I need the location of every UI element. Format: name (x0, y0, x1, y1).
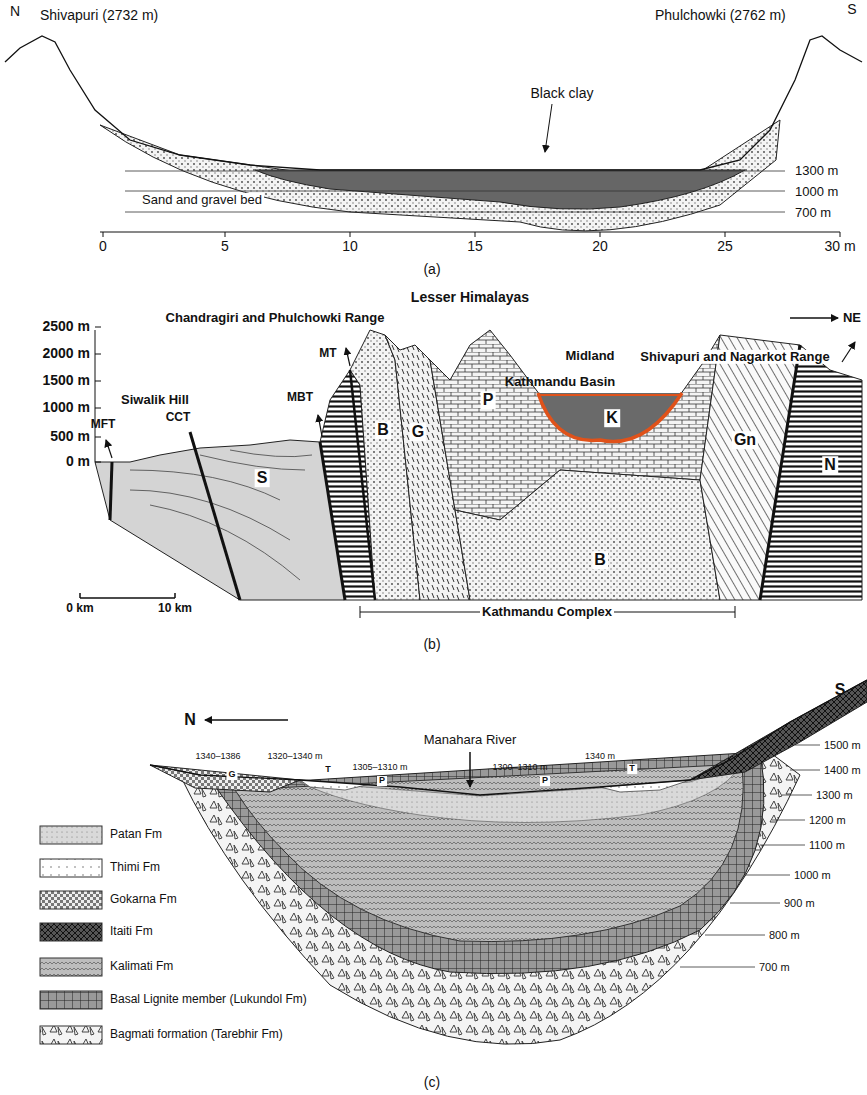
map-label: 15 (467, 239, 483, 254)
map-label: Shivapuri and Nagarkot Range (638, 350, 831, 364)
map-label: B (592, 551, 608, 569)
panel-a (5, 36, 862, 237)
map-label: Shivapuri (2732 m) (40, 8, 158, 23)
map-label: P (540, 776, 550, 786)
map-label: N (184, 711, 196, 729)
map-label: 1000 m (795, 185, 838, 199)
map-label: T (627, 764, 637, 774)
map-label: Siwalik Hill (121, 393, 189, 407)
map-label: 500 m (50, 429, 90, 444)
map-label: Kathmandu Complex (480, 605, 614, 619)
map-label: P (377, 776, 387, 786)
legend-text: Itaiti Fm (110, 925, 153, 938)
legend-text: Patan Fm (110, 828, 162, 841)
legend-text: Bagmati formation (Tarebhir Fm) (110, 1028, 283, 1041)
map-label: 1200 m (809, 814, 846, 826)
map-label: N (822, 456, 838, 474)
map-label: 1500 m (824, 739, 861, 751)
map-label: 1305–1310 m (352, 763, 407, 773)
map-label: (c) (424, 1075, 440, 1090)
map-label: (a) (423, 262, 440, 277)
map-label: Black clay (530, 86, 593, 101)
map-label: 1000 m (43, 400, 90, 415)
map-label: NE (843, 311, 861, 325)
map-label: N (10, 4, 20, 19)
legend-text: Kalimati Fm (110, 960, 173, 973)
map-label: 0 m (66, 454, 90, 469)
map-label: 1300–1310 m (492, 763, 547, 773)
map-label: 1000 m (794, 869, 831, 881)
map-label: 1300 m (816, 789, 853, 801)
map-label: 25 (717, 239, 733, 254)
map-label: 10 (342, 239, 358, 254)
map-label: 30 m (824, 239, 855, 254)
map-label: Chandragiri and Phulchowki Range (166, 311, 385, 325)
map-label: Lesser Himalayas (411, 290, 529, 305)
map-label: 0 (99, 239, 107, 254)
map-label: 0 km (66, 602, 93, 615)
map-label: 1100 m (809, 839, 845, 851)
map-label: T (323, 765, 333, 775)
legend-text: Basal Lignite member (Lukundol Fm) (110, 993, 307, 1006)
map-label: S (835, 681, 846, 699)
map-label: MT (319, 347, 336, 360)
map-label: Midland (565, 349, 614, 363)
map-label: G (410, 423, 426, 441)
map-label: (b) (423, 637, 440, 652)
map-label: 700 m (759, 961, 790, 973)
map-label: 800 m (769, 929, 800, 941)
map-label: CCT (166, 411, 191, 424)
map-label: Gn (732, 431, 758, 449)
map-label: S (255, 469, 270, 487)
map-label: 900 m (784, 897, 815, 909)
map-label: 5 (221, 239, 229, 254)
map-label: 10 km (158, 602, 192, 615)
panel-c (40, 680, 867, 1044)
legend-text: Gokarna Fm (110, 893, 177, 906)
map-label: Manahara River (424, 733, 517, 747)
map-label: 1340 m (585, 752, 615, 762)
map-label: 20 (592, 239, 608, 254)
map-label: P (481, 391, 496, 409)
map-label: K (604, 409, 620, 427)
map-label: MFT (91, 418, 116, 431)
map-label: Sand and gravel bed (140, 193, 264, 207)
map-label: S (847, 2, 856, 17)
map-label: B (375, 421, 391, 439)
legend-text: Thimi Fm (110, 861, 160, 874)
map-label: Kathmandu Basin (505, 375, 616, 389)
map-label: 2500 m (43, 319, 90, 334)
map-label: 1340–1386 (195, 752, 240, 762)
map-label: Phulchowki (2762 m) (655, 8, 786, 23)
map-label: 2000 m (43, 346, 90, 361)
map-label: 1500 m (43, 373, 90, 388)
map-label: G (226, 770, 237, 780)
map-label: 1320–1340 m (267, 752, 322, 762)
map-label: MBT (287, 391, 313, 404)
map-label: 700 m (795, 206, 831, 220)
map-label: 1400 m (824, 764, 861, 776)
map-label: 1300 m (795, 164, 838, 178)
panel-b (80, 318, 862, 618)
